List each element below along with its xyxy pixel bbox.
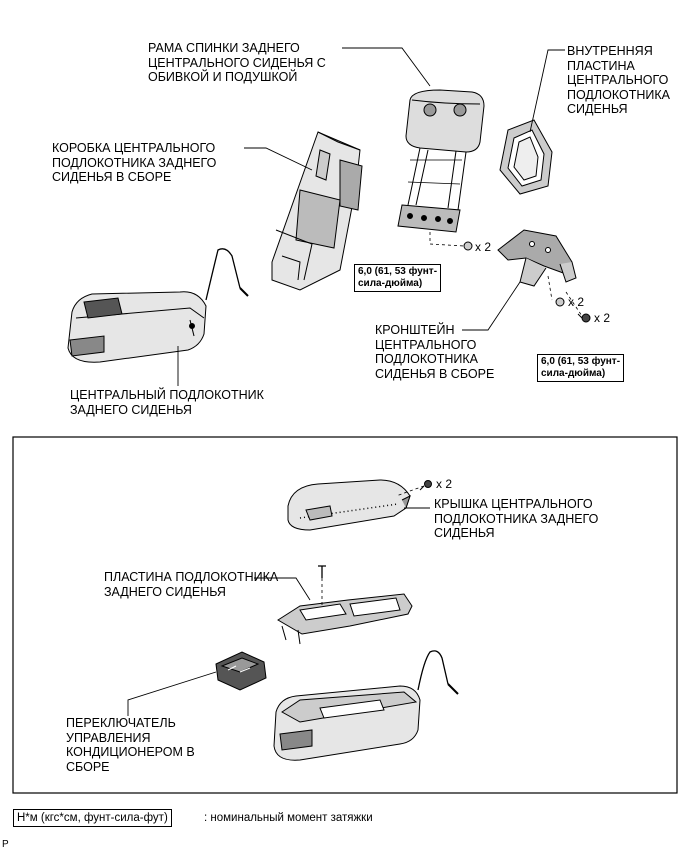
armrest-body-part: [273, 650, 459, 761]
qty-nut-frame: x 2: [475, 240, 492, 254]
seat-back-frame-part: [397, 89, 485, 233]
qty-bolt-bracket: x 2: [594, 311, 611, 325]
qty-nut-bracket: x 2: [568, 295, 585, 309]
nut-frame: [463, 241, 473, 251]
torque-spec-frame: 6,0 (61, 53 фунт- сила-дюйма): [354, 264, 442, 292]
nut-bracket: [555, 297, 565, 307]
armrest-plate-part: [277, 593, 413, 645]
ac-control-switch-part: [215, 651, 267, 691]
label-ac-control-switch: ПЕРЕКЛЮЧАТЕЛЬ УПРАВЛЕНИЯ КОНДИЦИОНЕРОМ В…: [66, 716, 195, 774]
inner-armrest-plate-part: [499, 119, 553, 195]
screw-cover: [419, 480, 432, 491]
label-armrest-box: КОРОБКА ЦЕНТРАЛЬНОГО ПОДЛОКОТНИКА ЗАДНЕГ…: [52, 141, 217, 184]
armrest-box-part: [271, 131, 363, 291]
label-armrest-cover: КРЫШКА ЦЕНТРАЛЬНОГО ПОДЛОКОТНИКА ЗАДНЕГО…: [434, 497, 599, 540]
label-seat-back-frame: РАМА СПИНКИ ЗАДНЕГО ЦЕНТРАЛЬНОГО СИДЕНЬЯ…: [148, 41, 326, 84]
center-armrest-part: [67, 248, 249, 363]
armrest-disassembly-frame: [12, 436, 678, 794]
illustration-code: P: [2, 839, 9, 850]
armrest-cover-part: [287, 479, 411, 531]
label-inner-armrest-plate: ВНУТРЕННЯЯ ПЛАСТИНА ЦЕНТРАЛЬНОГО ПОДЛОКО…: [567, 44, 670, 116]
legend-unit-box: Н*м (кгс*см, фунт-сила-фут): [13, 809, 172, 827]
qty-screw-cover: x 2: [436, 477, 453, 491]
screw-plate: [318, 565, 326, 578]
legend-description: : номинальный момент затяжки: [204, 812, 373, 824]
label-armrest-plate: ПЛАСТИНА ПОДЛОКОТНИКА ЗАДНЕГО СИДЕНЬЯ: [104, 570, 279, 599]
label-armrest-bracket: КРОНШТЕЙН ЦЕНТРАЛЬНОГО ПОДЛОКОТНИКА СИДЕ…: [375, 323, 495, 381]
label-center-armrest: ЦЕНТРАЛЬНЫЙ ПОДЛОКОТНИК ЗАДНЕГО СИДЕНЬЯ: [70, 388, 264, 417]
armrest-bracket-part: [497, 229, 577, 287]
bolt-bracket: [577, 313, 591, 323]
torque-spec-bracket: 6,0 (61, 53 фунт- сила-дюйма): [537, 354, 625, 382]
